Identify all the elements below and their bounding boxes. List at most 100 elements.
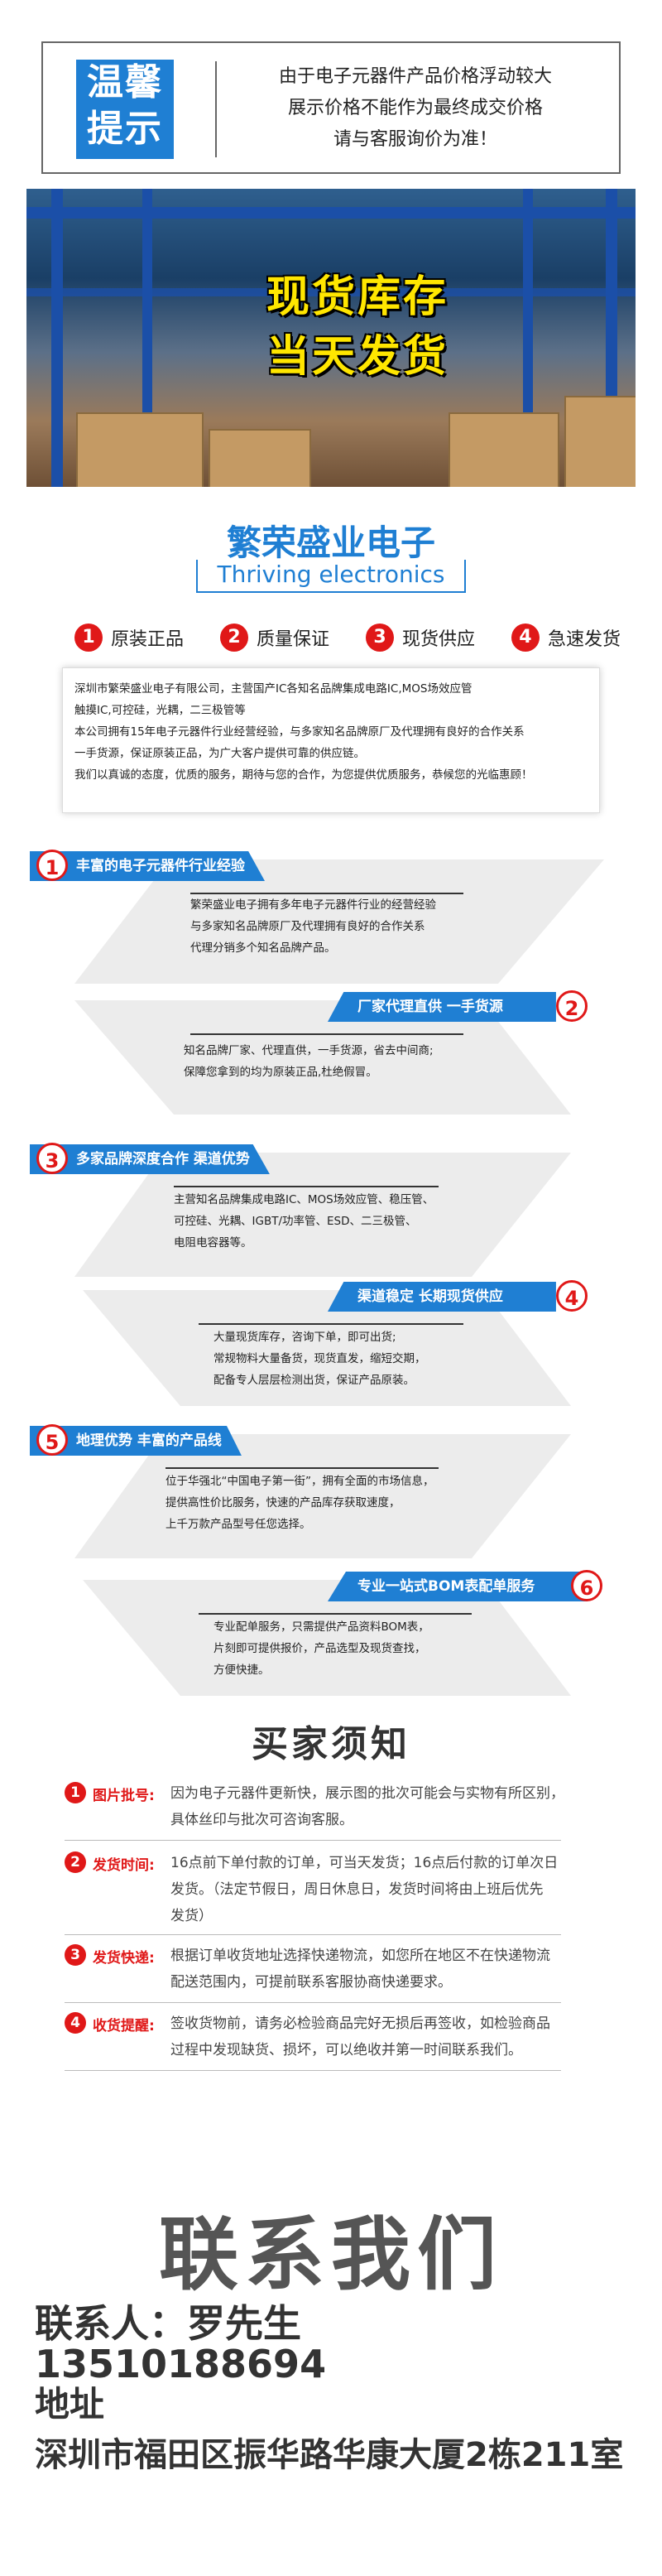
advantage-line: 知名品牌厂家、代理直供，一手货源，省去中间商; (184, 1044, 434, 1057)
advantage-block-5: 地理优势 丰富的产品线 5 位于华强北“中国电子第一街”，拥有全面的市场信息， … (0, 1424, 662, 1558)
shelf-beam (26, 288, 636, 296)
notice-item-text: 因为电子元器件更新快，展示图的批次可能会与实物有所区别， 具体丝印与批次可咨询客… (170, 1780, 617, 1833)
notice-item-heading: 发货时间: (93, 1857, 155, 1874)
advantage-title: 厂家代理直供 一手货源 (328, 992, 556, 1022)
crate (209, 429, 311, 487)
notice-divider (65, 1840, 561, 1841)
notice-item-line: 发货。（法定节假日，周日休息日，发货时间将由上班后优先 (170, 1881, 544, 1898)
intro-line: 一手货源，保证原装正品，为广大客户提供可靠的供应链。 (74, 747, 365, 760)
contact-address: 深圳市福田区振华路华康大厦2栋211室 (35, 2436, 624, 2474)
contact-address-label: 地址 (35, 2384, 105, 2424)
notice-item-text: 签收货物前，请务必检验商品完好无损后再签收，如检验商品 过程中发现缺货、损坏，可… (170, 2010, 617, 2063)
notice-item-text: 根据订单收货地址选择快递物流，如您所在地区不在快递物流 配送范围内，可提前联系客… (170, 1943, 617, 1996)
feature-number-badge: 1 (74, 624, 103, 652)
feature-number-badge: 4 (511, 624, 540, 652)
advantage-title: 渠道稳定 长期现货供应 (328, 1282, 556, 1312)
crate (564, 396, 636, 487)
advantage-number-badge: 2 (556, 990, 588, 1022)
intro-line: 我们以真诚的态度，优质的服务，期待与您的合作，为您提供优质服务，恭候您的光临惠顾… (74, 768, 533, 782)
advantage-title: 专业一站式BOM表配单服务 (328, 1572, 588, 1601)
notice-item-line: 签收货物前，请务必检验商品完好无损后再签收，如检验商品 (170, 2015, 550, 2032)
advantage-line: 可控硅、光耦、IGBT/功率管、ESD、二三极管、 (174, 1215, 417, 1228)
crate (449, 412, 559, 487)
advantage-rule (174, 1186, 439, 1187)
notice-divider (215, 61, 217, 157)
notice-badge-line-1: 温馨 (87, 61, 163, 104)
feature-label: 急速发货 (547, 629, 621, 650)
feature-label: 现货供应 (401, 629, 475, 650)
intro-line: 本公司拥有15年电子元器件行业经营经验，与多家知名品牌原厂及代理拥有良好的合作关… (74, 725, 525, 739)
notice-badge-line-2: 提示 (87, 108, 163, 150)
advantage-rule (190, 893, 463, 894)
advantage-block-3: 多家品牌深度合作 渠道优势 3 主营知名品牌集成电路IC、MOS场效应管、稳压管… (0, 1143, 662, 1277)
notice-item-text: 16点前下单付款的订单，可当天发货；16点后付款的订单次日 发货。（法定节假日，… (170, 1850, 617, 1929)
notice-number-badge: 3 (65, 1944, 86, 1966)
advantage-title: 丰富的电子元器件行业经验 (30, 851, 265, 881)
advantage-body: 主营知名品牌集成电路IC、MOS场效应管、稳压管、 可控硅、光耦、IGBT/功率… (174, 1189, 434, 1254)
notice-number-badge: 2 (65, 1851, 86, 1873)
advantage-line: 电阻电容器等。 (174, 1236, 252, 1249)
notice-item-line: 根据订单收货地址选择快递物流，如您所在地区不在快递物流 (170, 1948, 550, 1964)
contact-person: 联系人：罗先生 (35, 2301, 301, 2346)
intro-line: 深圳市繁荣盛业电子有限公司，主营国产IC各知名品牌集成电路IC,MOS场效应管 (74, 682, 473, 696)
advantage-body: 位于华强北“中国电子第一街”，拥有全面的市场信息， 提供高性价比服务，快速的产品… (166, 1471, 434, 1535)
notice-line-2: 展示价格不能作为最终成交价格 (287, 98, 543, 118)
notice-item-line: 过程中发现缺货、损坏，可以绝收并第一时间联系我们。 (170, 2042, 522, 2058)
notice-text: 由于电子元器件产品价格浮动较大 展示价格不能作为最终成交价格 请与客服询价为准！ (233, 61, 597, 156)
notice-item-line: 因为电子元器件更新快，展示图的批次可能会与实物有所区别， (170, 1785, 564, 1802)
price-notice-box: 温馨 提示 由于电子元器件产品价格浮动较大 展示价格不能作为最终成交价格 请与客… (41, 41, 621, 174)
feature-number-badge: 2 (219, 624, 248, 652)
advantage-rule (190, 1033, 463, 1035)
contact-phone[interactable]: 13510188694 (35, 2342, 327, 2386)
advantage-line: 上千万款产品型号任您选择。 (166, 1518, 311, 1531)
advantage-rule (166, 1467, 439, 1469)
notice-divider (65, 1934, 561, 1935)
warehouse-banner-image: 现货库存 当天发货 (26, 189, 636, 487)
shelf-post (51, 189, 63, 487)
advantage-line: 保障您拿到的均为原装正品,杜绝假冒。 (184, 1066, 377, 1079)
feature-number-badge: 3 (365, 624, 394, 652)
intro-line: 触摸IC,可控硅，光耦，二三极管等 (74, 704, 246, 717)
advantage-rule (199, 1613, 472, 1615)
advantage-number-badge: 5 (36, 1424, 68, 1456)
advantage-block-1: 丰富的电子元器件行业经验 1 繁荣盛业电子拥有多年电子元器件行业的经营经验 与多… (0, 850, 662, 984)
notice-item-line: 发货） (170, 1908, 213, 1924)
feature-item: 2 质量保证 (219, 624, 329, 652)
notice-line-3: 请与客服询价为准！ (333, 129, 497, 150)
advantage-block-6: 专业一站式BOM表配单服务 6 专业配单服务，只需提供产品资料BOM表， 片刻即… (0, 1570, 662, 1696)
notice-badge: 温馨 提示 (76, 60, 174, 159)
notice-item-line: 具体丝印与批次可咨询客服。 (170, 1812, 353, 1828)
advantage-body: 繁荣盛业电子拥有多年电子元器件行业的经营经验 与多家知名品牌原厂及代理拥有良好的… (190, 894, 436, 959)
advantage-line: 专业配单服务，只需提供产品资料BOM表， (213, 1620, 429, 1634)
advantage-line: 大量现货库存，咨询下单，即可出货; (213, 1331, 396, 1344)
advantage-line: 方便快捷。 (213, 1664, 270, 1677)
brand-title: 繁荣盛业电子 (226, 522, 435, 563)
advantage-body: 专业配单服务，只需提供产品资料BOM表， 片刻即可提供报价，产品选型及现货查找，… (213, 1616, 429, 1681)
advantage-block-2: 厂家代理直供 一手货源 2 知名品牌厂家、代理直供，一手货源，省去中间商; 保障… (0, 990, 662, 1116)
feature-list: 1 原装正品 2 质量保证 3 现货供应 4 急速发货 (74, 624, 621, 652)
contact-title: 联系我们 (159, 2208, 503, 2301)
notice-divider (65, 2002, 561, 2003)
advantage-body: 知名品牌厂家、代理直供，一手货源，省去中间商; 保障您拿到的均为原装正品,杜绝假… (184, 1040, 434, 1083)
notice-divider (65, 2070, 561, 2071)
advantage-number-badge: 3 (36, 1143, 68, 1174)
feature-label: 质量保证 (256, 629, 329, 650)
notice-item-heading: 发货快递: (93, 1950, 155, 1967)
brand-subtitle: Thriving electronics (196, 560, 466, 593)
notice-number-badge: 1 (65, 1782, 86, 1803)
feature-item: 4 急速发货 (511, 624, 621, 652)
advantage-line: 繁荣盛业电子拥有多年电子元器件行业的经营经验 (190, 898, 436, 912)
advantage-line: 与多家知名品牌原厂及代理拥有良好的合作关系 (190, 920, 425, 933)
advantage-line: 位于华强北“中国电子第一街”，拥有全面的市场信息， (166, 1475, 434, 1488)
advantage-line: 提供高性价比服务，快速的产品库存获取速度， (166, 1496, 401, 1509)
notice-item-heading: 收货提醒: (93, 2018, 155, 2034)
notice-item-heading: 图片批号: (93, 1788, 155, 1804)
banner-slogan: 现货库存 当天发货 (250, 267, 465, 387)
notice-line-1: 由于电子元器件产品价格浮动较大 (278, 66, 552, 87)
advantage-number-badge: 6 (571, 1570, 602, 1601)
feature-item: 1 原装正品 (74, 624, 184, 652)
advantage-block-4: 渠道稳定 长期现货供应 4 大量现货库存，咨询下单，即可出货; 常规物料大量备货… (0, 1280, 662, 1406)
advantage-rule (199, 1323, 463, 1325)
notice-item-line: 配送范围内，可提前联系客服协商快递要求。 (170, 1974, 452, 1991)
notice-item-line: 16点前下单付款的订单，可当天发货；16点后付款的订单次日 (170, 1855, 559, 1871)
